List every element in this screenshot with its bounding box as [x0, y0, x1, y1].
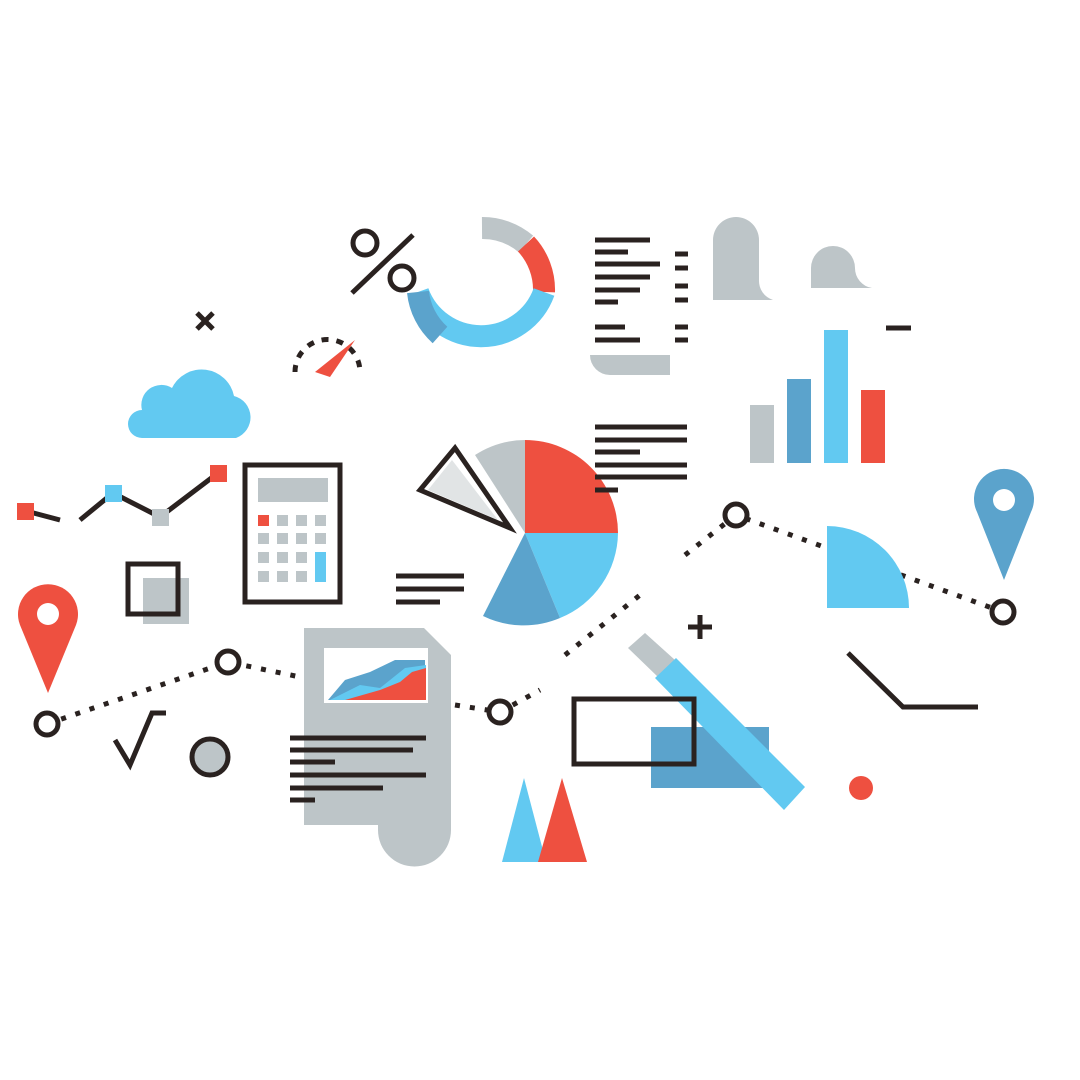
map-pin-icon — [18, 584, 78, 693]
text-lines — [396, 424, 687, 605]
circle-icon — [189, 736, 231, 778]
dot-icon — [849, 776, 873, 800]
quarter-circle-icon — [827, 526, 909, 608]
plus-icon — [688, 615, 712, 639]
angle-line — [846, 651, 978, 710]
cloud-icon — [128, 369, 251, 438]
node-circle — [33, 501, 1017, 738]
gauge-icon — [292, 337, 363, 377]
line-chart-icon — [17, 465, 227, 526]
pencil-icon — [571, 633, 805, 810]
map-pin-icon — [974, 468, 1034, 580]
calculator-icon — [242, 462, 343, 605]
square-outline — [125, 561, 181, 617]
arch-shape — [811, 246, 872, 288]
donut-chart-icon — [407, 216, 556, 348]
bar — [787, 379, 811, 463]
arch-shape — [713, 217, 773, 300]
bar — [861, 390, 885, 463]
bar — [750, 405, 774, 463]
square-root-icon — [112, 710, 166, 771]
bar-chart-icon — [750, 330, 885, 463]
square-shape — [143, 578, 189, 624]
close-icon — [195, 311, 215, 331]
percent-icon — [350, 228, 417, 295]
triangles-icon — [502, 778, 587, 862]
report-document-icon — [290, 628, 451, 867]
pie-chart-icon — [415, 440, 618, 626]
bar — [824, 330, 848, 463]
document-icon — [590, 237, 688, 375]
